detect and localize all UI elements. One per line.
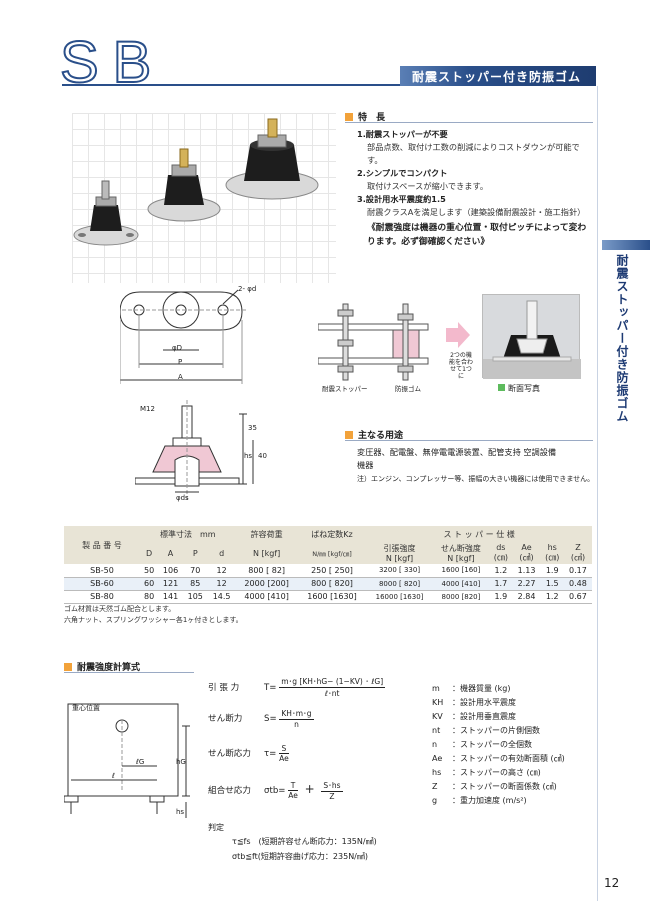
top-view-drawing [120, 289, 246, 384]
th-standard: 標準寸法 mm [140, 526, 236, 542]
judge-shear: τ≦fs (短期許容せん断応力：135N/㎟) [232, 837, 377, 846]
legend-item: n：ストッパーの全個数 [432, 740, 532, 749]
th-hs: hs(㎝) [540, 542, 564, 564]
legend-item: g：重力加速度 (m/s²) [432, 796, 527, 805]
side-tab: 耐震ストッパー付き防振ゴム [598, 240, 650, 440]
side-view-drawing [135, 400, 254, 500]
th-stopper: ス ト ッ パ ー 仕 様 [366, 526, 592, 542]
label-lG: ℓG [136, 758, 145, 766]
section-photo [482, 294, 581, 379]
caption-marker-icon [498, 384, 505, 391]
legend-item: KH：設計用水平震度 [432, 698, 516, 707]
uses-heading: 主なる用途 [345, 428, 403, 441]
subtitle: 耐震ストッパー付き防振ゴム [412, 70, 582, 84]
label-M12: M12 [140, 405, 155, 413]
legend-item: hs：ストッパーの高さ (㎝) [432, 768, 541, 777]
th-A: A [158, 542, 183, 564]
uses-note: 注）エンジン、コンプレッサー等、振幅の大きい機器には使用できません。 [357, 475, 595, 483]
table-row: SB-60 60 121 85 12 2000 [200] 800 [ 820]… [64, 577, 592, 591]
label-2-phi-d: 2- φd [238, 285, 257, 293]
label-phi-ds: φds [176, 494, 189, 502]
section-marker-icon [345, 431, 353, 439]
th-d: d [207, 542, 236, 564]
label-P: P [178, 358, 183, 366]
legend-item: Z：ストッパーの断面係数 (㎤) [432, 782, 557, 791]
legend-item: m：機器質量 (kg) [432, 684, 511, 693]
th-ds: ds(㎝) [489, 542, 513, 564]
series-title: SB [59, 30, 166, 95]
label-cog: 重心位置 [72, 704, 100, 712]
uses-rule [345, 440, 593, 441]
legend-item: KV：設計用垂直震度 [432, 712, 516, 721]
judge-bending: σtb≦ft(短期許容曲げ応力：235N/㎟) [232, 852, 368, 861]
feature-list: 1.耐震ストッパーが不要 部品点数、取付け工数の削減によりコストダウンが可能です… [357, 128, 592, 249]
side-tab-bar [602, 240, 650, 250]
calc-diagram [64, 703, 190, 818]
section-photo-caption: 断面写真 [498, 383, 540, 394]
title-rule [62, 84, 582, 86]
features-rule [345, 122, 593, 123]
label-phi-D: φD [172, 344, 183, 352]
side-tab-label: 耐震ストッパー付き防振ゴム [615, 254, 629, 423]
judge-label: 判定 [208, 823, 224, 832]
table-note: 六角ナット、スプリングワッシャー各1ヶ付きとします。 [64, 616, 243, 624]
feature-item: 2.シンプルでコンパクト 取付けスペースが縮小できます。 [357, 168, 489, 191]
notice: 《耐震強度は機器の重心位置・取付ピッチによって変わります。必ず御確認ください》 [367, 223, 587, 247]
label-hs: hs [244, 452, 253, 460]
label-stopper: 耐震ストッパー [322, 385, 368, 393]
calc-heading: 耐震強度計算式 [64, 660, 140, 673]
table-row: SB-80 80 141 105 14.5 4000 [410] 1600 [1… [64, 590, 592, 604]
th-allowable: 許容荷重 [235, 526, 298, 542]
label-hG: hG [176, 758, 186, 766]
section-marker-icon [64, 663, 72, 671]
label-combine: 2つの機能を合わせて1つに [448, 352, 473, 380]
uses-text: 変圧器、配電盤、無停電電源装置、配管支持 空調設備機器 [357, 447, 557, 470]
th-product: 製 品 番 号 [64, 526, 140, 564]
calc-rule [64, 672, 194, 673]
feature-item: 3.設計用水平震度約1.5 耐震クラスAを満足します（建築設備耐震設計・施工指針… [357, 194, 586, 217]
label-l: ℓ [112, 772, 115, 780]
combination-illustration [318, 303, 429, 381]
spec-table: 製 品 番 号 標準寸法 mm 許容荷重 ばね定数Kz ス ト ッ パ ー 仕 … [64, 526, 592, 604]
right-margin-line [597, 86, 598, 901]
section-photo-illustration [483, 300, 581, 379]
th-allowable-unit: N [kgf] [235, 542, 298, 564]
label-dim-35: 35 [248, 424, 257, 432]
legend-item: Ae：ストッパーの有効断面積 (㎠) [432, 754, 565, 763]
symbol-legend: m：機器質量 (kg) KH：設計用水平震度 KV：設計用垂直震度 nt：ストッ… [432, 682, 592, 808]
legend-item: nt：ストッパーの片側個数 [432, 726, 540, 735]
label-rubber: 防振ゴム [395, 385, 421, 393]
th-Ae: Ae(㎠) [512, 542, 541, 564]
features-heading: 特 長 [345, 110, 385, 123]
th-spring: ばね定数Kz [297, 526, 367, 542]
th-P: P [182, 542, 208, 564]
subtitle-bar [400, 66, 596, 86]
arrow-right-icon [446, 322, 470, 348]
product-photo-illustration [73, 118, 319, 246]
product-photo [72, 113, 336, 283]
label-hs-diagram: hs [176, 808, 185, 816]
section-marker-icon [345, 113, 353, 121]
page-number: 12 [604, 876, 620, 890]
table-row: SB-50 50 106 70 12 800 [ 82] 250 [ 250] … [64, 564, 592, 578]
th-spring-unit: N/㎜ [kgf/㎝] [297, 542, 367, 564]
feature-item: 1.耐震ストッパーが不要 部品点数、取付け工数の削減によりコストダウンが可能です… [357, 129, 580, 165]
th-Z: Z(㎤) [563, 542, 592, 564]
th-D: D [140, 542, 159, 564]
label-dim-40: 40 [258, 452, 267, 460]
table-note: ゴム材質は天然ゴム配合とします。 [64, 605, 176, 613]
label-A: A [178, 373, 183, 381]
